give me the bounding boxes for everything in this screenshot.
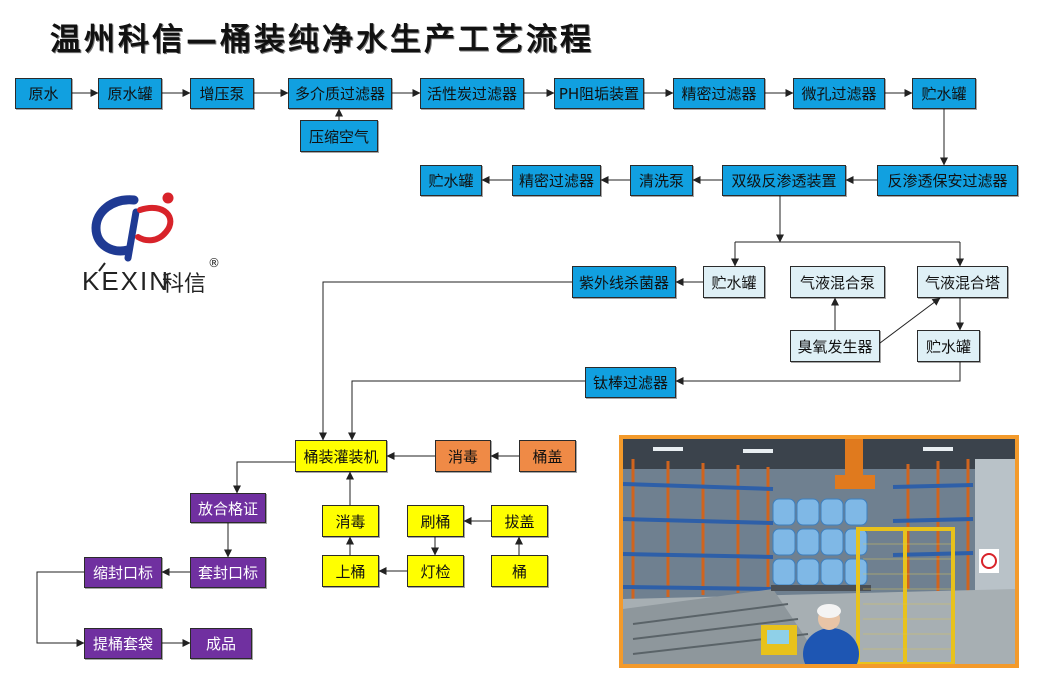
node-certificate: 放合格证 (190, 493, 266, 523)
node-brushing: 刷桶 (407, 505, 464, 537)
node-compressed-air: 压缩空气 (300, 120, 378, 152)
node-cap-disinfection: 消毒 (435, 440, 491, 472)
node-activated-carbon-filter: 活性炭过滤器 (420, 78, 524, 109)
node-shrink-label: 缩封口标 (84, 557, 162, 588)
node-ro-security-filter: 反渗透保安过滤器 (877, 165, 1018, 196)
node-titanium-filter: 钛棒过滤器 (585, 367, 676, 398)
node-storage-tank-2: 贮水罐 (420, 165, 482, 196)
factory-scene-image (623, 439, 1015, 664)
arrow-titanium-to-filling (348, 380, 585, 441)
node-gas-liquid-pump: 气液混合泵 (790, 266, 885, 298)
node-gas-liquid-tower: 气液混合塔 (917, 266, 1008, 298)
company-logo: KEXIN 科信 ® (82, 190, 242, 305)
node-cap: 桶盖 (519, 440, 576, 472)
page-title: 温州科信—桶装纯净水生产工艺流程 (50, 22, 594, 58)
node-double-ro: 双级反渗透装置 (722, 165, 846, 196)
logo-mark-icon (91, 192, 174, 262)
node-seal-label: 套封口标 (190, 557, 266, 588)
arrow-shrink-to-bag (36, 571, 85, 647)
node-storage-tank-4: 贮水罐 (917, 330, 980, 362)
node-bucket-disinfection: 消毒 (322, 505, 379, 537)
node-cleaning-pump: 清洗泵 (630, 165, 693, 196)
logo-cn: 科信 (162, 272, 207, 297)
node-ph-scale-inhibitor: PH阻垢装置 (554, 78, 644, 109)
node-filling-machine: 桶装灌装机 (295, 440, 387, 472)
node-storage-tank-3: 贮水罐 (703, 266, 765, 298)
arrow-uv-to-filling (319, 281, 572, 441)
node-raw-water: 原水 (15, 78, 72, 109)
node-uv-sterilizer: 紫外线杀菌器 (572, 266, 676, 298)
logo-registered: ® (208, 256, 220, 270)
node-precision-filter-2: 精密过滤器 (512, 165, 601, 196)
arrow-tank-to-titanium (675, 362, 961, 385)
node-multimedia-filter: 多介质过滤器 (288, 78, 392, 109)
logo-accent-icon (98, 262, 106, 272)
arrow-filling-to-certificate (233, 461, 295, 494)
node-light-inspection: 灯检 (407, 555, 464, 587)
node-bagging: 提桶套袋 (84, 628, 162, 659)
arrow-ozone-to-tower (879, 297, 941, 344)
logo-brand: KEXIN (82, 266, 171, 296)
node-precision-filter-1: 精密过滤器 (673, 78, 765, 109)
factory-photo (619, 435, 1019, 668)
node-uncapping: 拔盖 (491, 505, 548, 537)
node-microporous-filter: 微孔过滤器 (793, 78, 885, 109)
node-loading: 上桶 (322, 555, 379, 587)
node-raw-water-tank: 原水罐 (98, 78, 162, 109)
node-bucket: 桶 (491, 555, 548, 587)
node-ozone-generator: 臭氧发生器 (790, 330, 880, 362)
node-finished-product: 成品 (190, 628, 252, 659)
node-booster-pump: 增压泵 (190, 78, 254, 109)
node-storage-tank-1: 贮水罐 (912, 78, 976, 109)
